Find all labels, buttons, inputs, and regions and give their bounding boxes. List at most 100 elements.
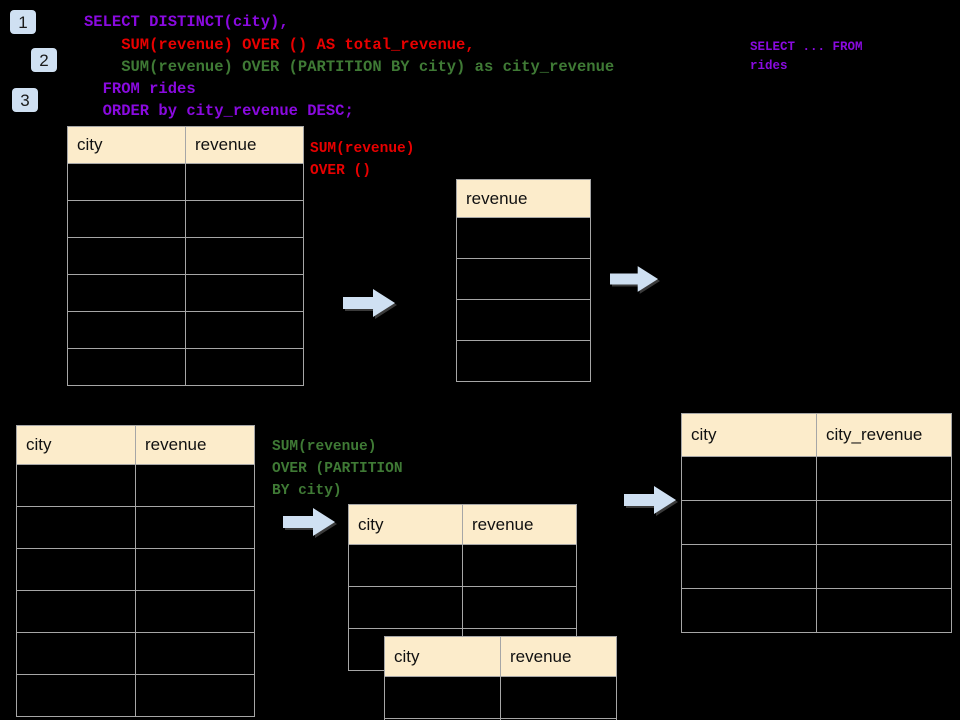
table-header-row: city revenue (67, 126, 304, 164)
cell-city (67, 274, 186, 312)
table-row (16, 548, 255, 591)
cell-revenue (185, 348, 304, 386)
cell-city-revenue (816, 500, 952, 545)
cell-city (348, 544, 463, 587)
table-rides-source-top: city revenue (67, 126, 304, 386)
table-row (16, 674, 255, 717)
cell-city (16, 548, 136, 591)
table-row (456, 299, 591, 341)
sql-line-from: FROM rides (84, 80, 196, 98)
cell-city (681, 456, 817, 501)
column-header-revenue: revenue (185, 126, 304, 164)
cell-city (681, 500, 817, 545)
table-row (16, 590, 255, 633)
cell-city-revenue (816, 456, 952, 501)
column-header-revenue: revenue (456, 179, 591, 218)
table-partition-front: city revenue (384, 636, 617, 720)
column-header-city: city (681, 413, 817, 457)
table-rides-source-bottom: city revenue (16, 425, 255, 717)
sql-line-select: SELECT DISTINCT(city), (84, 13, 289, 31)
table-row (67, 200, 304, 238)
cell-city-revenue (816, 588, 952, 633)
cell-revenue (135, 632, 255, 675)
cell-revenue (500, 718, 617, 720)
table-row (456, 340, 591, 382)
table-row (681, 456, 952, 501)
cell-revenue (185, 274, 304, 312)
table-city-revenue-result: city city_revenue (681, 413, 952, 633)
table-header-row: revenue (456, 179, 591, 218)
table-row (384, 718, 617, 720)
cell-city (16, 674, 136, 717)
cell-revenue (185, 311, 304, 349)
cell-city (67, 237, 186, 275)
cell-revenue (456, 258, 591, 300)
arrow-to-total-revenue-icon (343, 289, 395, 317)
table-row (681, 544, 952, 589)
step-badge-3-label: 3 (20, 90, 30, 110)
table-row (384, 676, 617, 719)
cell-city (681, 544, 817, 589)
table-row (681, 588, 952, 633)
table-row (348, 544, 577, 587)
cell-revenue (462, 544, 577, 587)
step-badge-1: 1 (10, 10, 36, 34)
table-header-row: city revenue (16, 425, 255, 465)
cell-city (16, 464, 136, 507)
cell-revenue (135, 464, 255, 507)
table-row (67, 237, 304, 275)
table-row (456, 258, 591, 300)
table-row (16, 464, 255, 507)
cell-revenue (456, 340, 591, 382)
step-badge-1-label: 1 (18, 12, 28, 32)
table-row (16, 506, 255, 549)
table-row (16, 632, 255, 675)
column-header-city-revenue: city_revenue (816, 413, 952, 457)
cell-revenue (185, 237, 304, 275)
cell-city (348, 586, 463, 629)
cell-revenue (135, 590, 255, 633)
cell-revenue (456, 217, 591, 259)
sql-line-order-by: ORDER by city_revenue DESC; (84, 102, 354, 120)
cell-city (67, 163, 186, 201)
table-row (67, 311, 304, 349)
arrow-to-partition-icon (283, 508, 335, 536)
cell-city (384, 676, 501, 719)
cell-revenue (185, 200, 304, 238)
cell-revenue (456, 299, 591, 341)
cell-city-revenue (816, 544, 952, 589)
step-badge-3: 3 (12, 88, 38, 112)
cell-city (16, 590, 136, 633)
sql-line-total-revenue: SUM(revenue) OVER () AS total_revenue, (84, 36, 475, 54)
cell-city (67, 348, 186, 386)
arrow-total-revenue-out-icon (610, 266, 658, 292)
column-header-revenue: revenue (462, 504, 577, 545)
cell-revenue (135, 548, 255, 591)
column-header-city: city (67, 126, 186, 164)
table-total-revenue: revenue (456, 179, 591, 382)
table-row (681, 500, 952, 545)
table-row (67, 163, 304, 201)
cell-revenue (185, 163, 304, 201)
cell-city (16, 632, 136, 675)
column-header-revenue: revenue (500, 636, 617, 677)
cell-city (16, 506, 136, 549)
table-row (456, 217, 591, 259)
cell-city (681, 588, 817, 633)
cell-revenue (500, 676, 617, 719)
column-header-city: city (384, 636, 501, 677)
cell-city (67, 311, 186, 349)
step-badge-2-label: 2 (39, 50, 49, 70)
cell-revenue (135, 674, 255, 717)
table-header-row: city revenue (348, 504, 577, 545)
annotation-source-note: SELECT ... FROM rides (750, 40, 863, 73)
table-row (348, 586, 577, 629)
cell-city (67, 200, 186, 238)
table-row (67, 274, 304, 312)
cell-revenue (462, 586, 577, 629)
annotation-city-revenue: SUM(revenue) OVER (PARTITION BY city) (272, 439, 403, 499)
column-header-revenue: revenue (135, 425, 255, 465)
table-header-row: city revenue (384, 636, 617, 677)
arrow-to-result-icon (624, 486, 676, 514)
